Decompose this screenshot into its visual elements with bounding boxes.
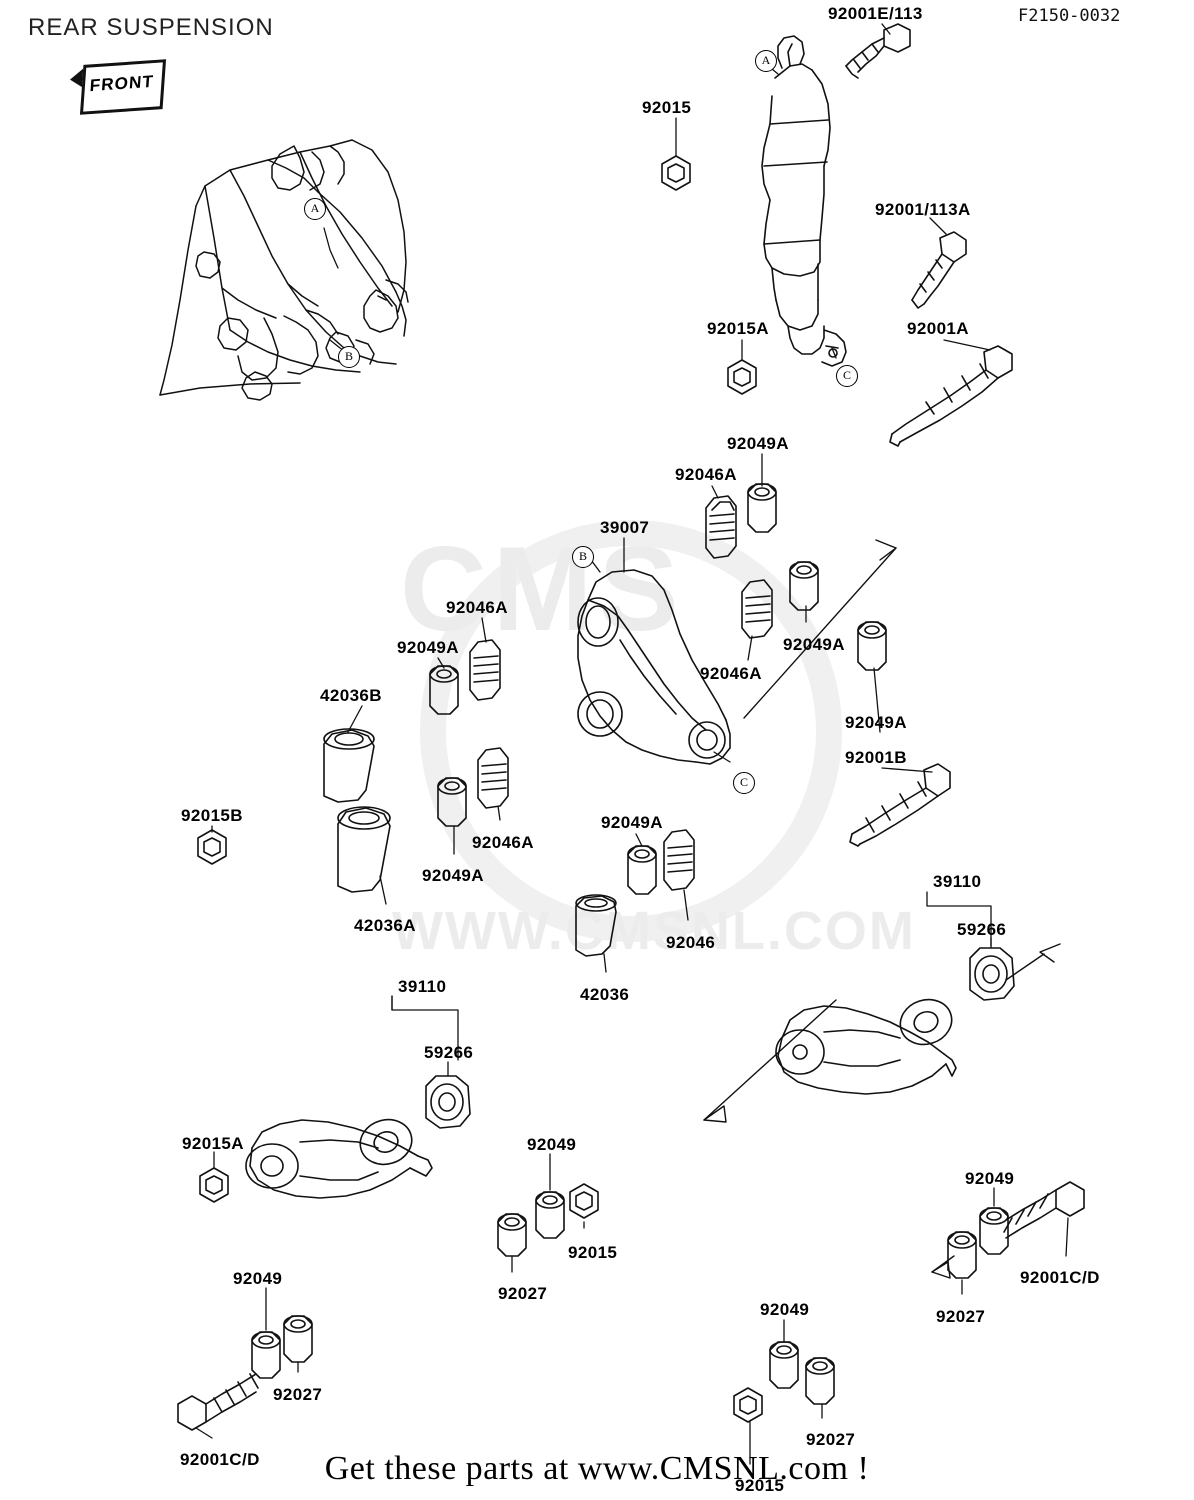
watermark-url: WWW.CMSNL.COM — [392, 901, 916, 961]
collar-42036-art — [575, 894, 617, 957]
part-label-92015-bottom: 92015 — [735, 1476, 785, 1495]
collar-42036A-art — [337, 806, 391, 893]
part-label-92049A-r3: 92049A — [845, 713, 907, 732]
part-label-59266-left: 59266 — [424, 1043, 474, 1062]
part-label-92015A-shock: 92015A — [707, 319, 769, 338]
part-label-92049-right: 92049 — [965, 1169, 1015, 1188]
nut-92015-art — [661, 155, 691, 191]
shock-absorber-art — [761, 35, 847, 367]
part-label-92001B: 92001B — [845, 748, 907, 767]
part-label-92049A-l2: 92049A — [422, 866, 484, 885]
part-label-92046A-r2: 92046A — [700, 664, 762, 683]
part-label-39110-left: 39110 — [398, 977, 447, 996]
bushing-cluster-right-upper — [705, 483, 777, 559]
part-label-92046A-l2: 92046A — [472, 833, 534, 852]
sheet-code: F2150-0032 — [1018, 6, 1121, 26]
part-label-92001A: 92001A — [907, 319, 969, 338]
part-label-92049A-r1: 92049A — [727, 434, 789, 453]
part-label-92001CD-left: 92001C/D — [180, 1450, 260, 1469]
bushing-cluster-left-mid — [437, 747, 509, 827]
part-label-92027-lowright: 92027 — [806, 1430, 856, 1449]
nut-92015A-left-art — [199, 1167, 229, 1203]
collar-42036B-art — [323, 728, 375, 803]
part-label-92001-113A: 92001/113A — [875, 200, 971, 219]
bolt-92001-113A-art — [911, 231, 967, 309]
part-label-42036: 42036 — [580, 985, 630, 1004]
part-label-92001E-113: 92001E/113 — [828, 4, 923, 23]
tie-rod-right-art — [775, 998, 957, 1095]
part-label-59266-right: 59266 — [957, 920, 1007, 939]
part-label-92049-mid: 92049 — [527, 1135, 577, 1154]
callout-circle-rocker-b: B — [572, 546, 594, 568]
fastener-stack-bottom-left — [177, 1315, 313, 1431]
part-label-39110-right: 39110 — [933, 872, 982, 891]
part-label-92049-lowleft: 92049 — [233, 1269, 283, 1288]
part-label-39007: 39007 — [600, 518, 650, 537]
part-label-92027-right: 92027 — [936, 1307, 986, 1326]
part-label-42036B: 42036B — [320, 686, 382, 705]
part-label-92015-top: 92015 — [642, 98, 692, 117]
bushing-59266-left-art — [425, 1075, 471, 1129]
part-label-92015B: 92015B — [181, 806, 243, 825]
part-label-92046A-l1: 92046A — [446, 598, 508, 617]
part-label-92049A-c1: 92049A — [601, 813, 663, 832]
part-label-92027-mid: 92027 — [498, 1284, 548, 1303]
callout-circle-rocker-c: C — [733, 772, 755, 794]
leader-lines — [195, 23, 1069, 1465]
part-label-42036A: 42036A — [354, 916, 416, 935]
callout-circle-inset-b: B — [338, 346, 360, 368]
part-label-92046A-r1: 92046A — [675, 465, 737, 484]
front-direction-badge: FRONT — [69, 52, 167, 116]
part-label-92049A-r2: 92049A — [783, 635, 845, 654]
frame-inset-art — [159, 139, 409, 401]
part-label-92027-left: 92027 — [273, 1385, 323, 1404]
footer-cta[interactable]: Get these parts at www.CMSNL.com ! — [324, 1450, 870, 1487]
bolt-92001A-art — [889, 345, 1013, 447]
bushing-59266-right-art — [969, 947, 1015, 1001]
bushing-cluster-center-lower — [627, 829, 695, 895]
callout-circle-shock-c: C — [836, 365, 858, 387]
page-title: REAR SUSPENSION — [28, 14, 274, 41]
part-label-92015-mid: 92015 — [568, 1243, 618, 1262]
part-label-92001CD-right: 92001C/D — [1020, 1268, 1100, 1287]
nut-92015A-art — [727, 359, 757, 395]
part-label-92046: 92046 — [666, 933, 716, 952]
fastener-stack-bottom-right — [947, 1181, 1085, 1279]
callout-circle-inset-a: A — [304, 198, 326, 220]
bolt-92001E-art — [845, 23, 911, 79]
callout-circle-shock-a: A — [755, 50, 777, 72]
nut-92015B-art — [197, 829, 227, 865]
assembly-arrows — [703, 539, 1061, 1279]
part-label-92015A-left: 92015A — [182, 1134, 244, 1153]
part-label-92049A-l1: 92049A — [397, 638, 459, 657]
part-label-92049-lowright: 92049 — [760, 1300, 810, 1319]
fastener-stack-bottom-center — [733, 1341, 835, 1423]
bolt-92001B-art — [849, 763, 951, 847]
tie-rod-left-art — [245, 1118, 433, 1199]
